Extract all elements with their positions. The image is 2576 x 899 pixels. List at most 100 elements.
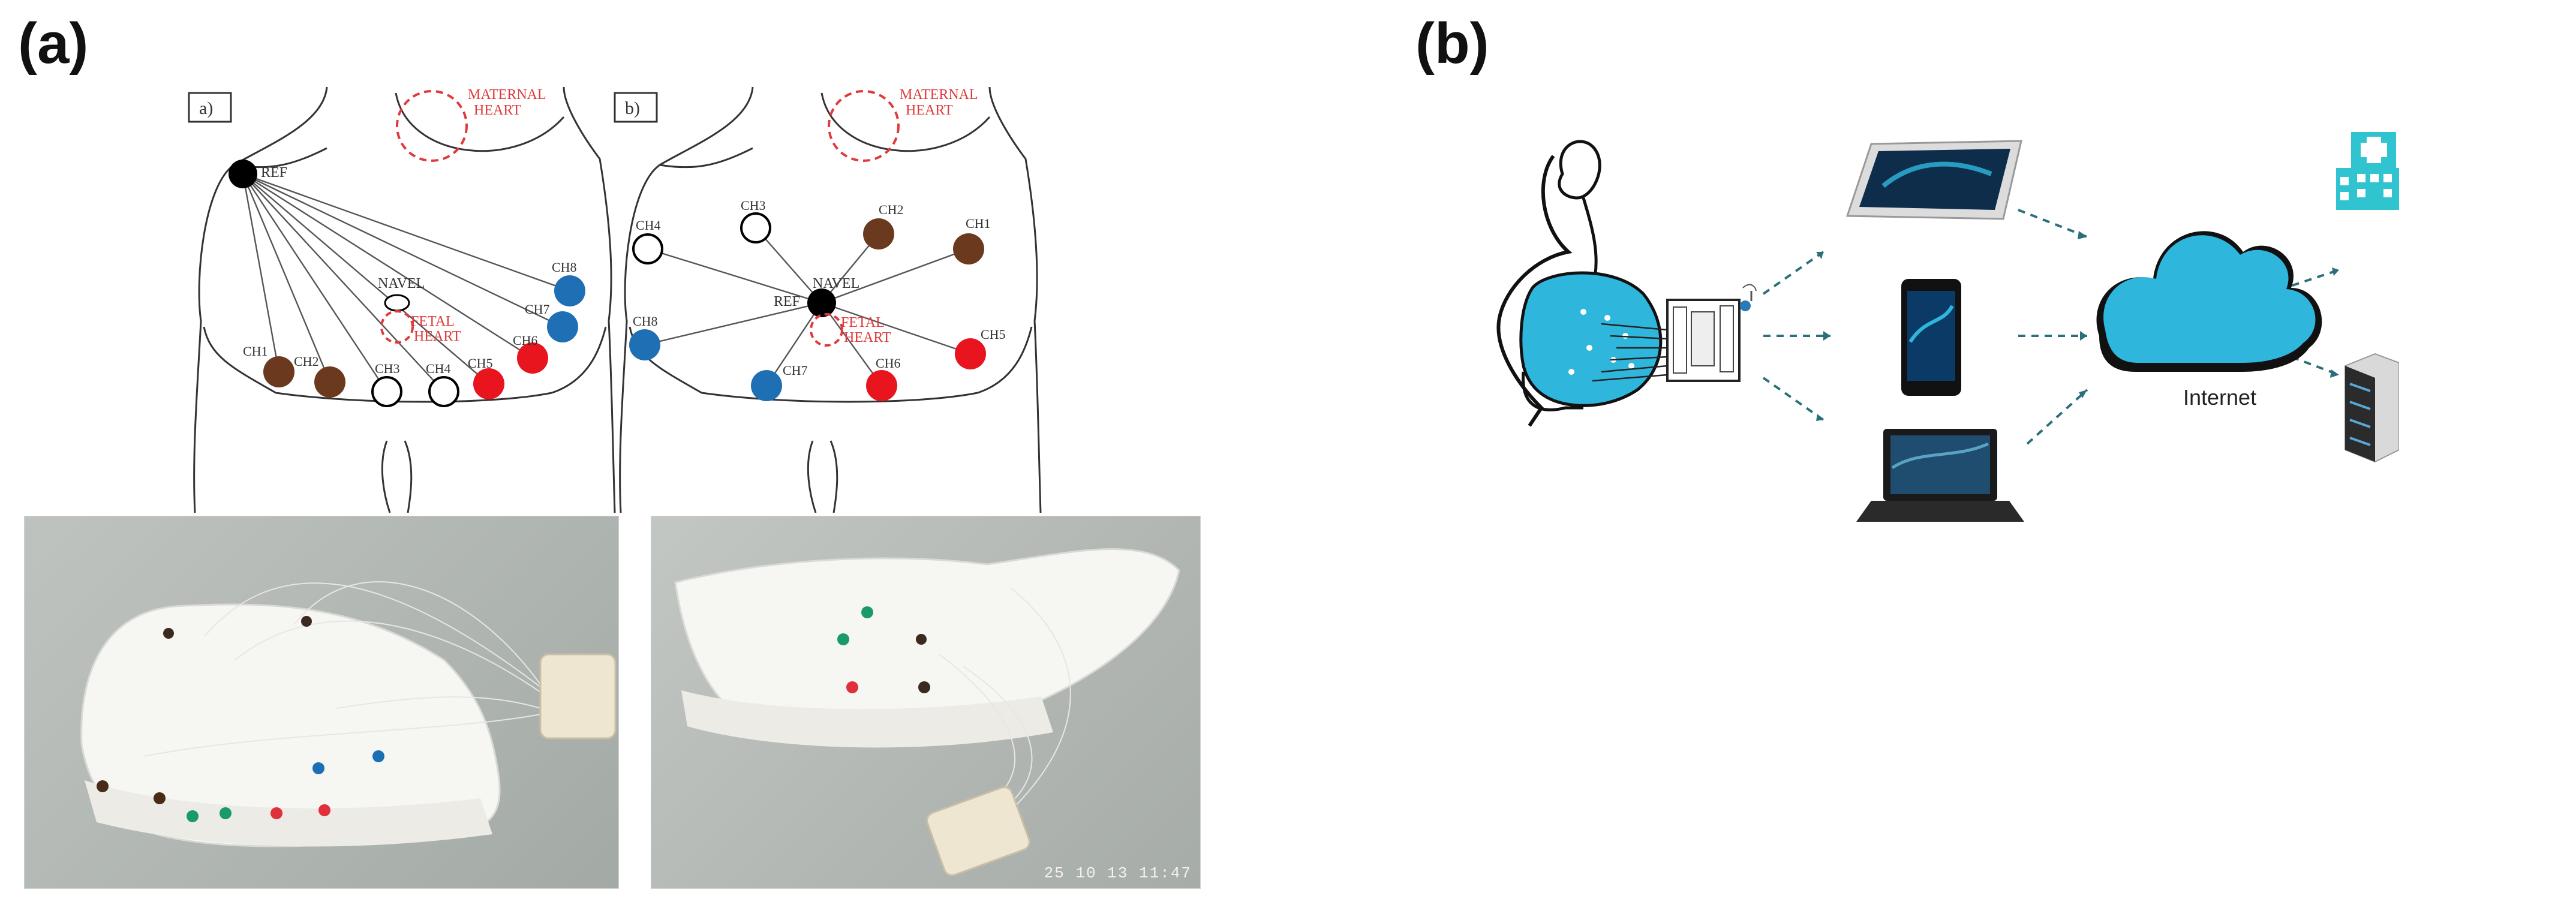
electrode-ch6 <box>517 342 548 374</box>
ref-label: REF <box>774 294 800 309</box>
ch8-label: CH8 <box>552 260 577 275</box>
ch6-label: CH6 <box>876 356 901 371</box>
ch1-label: CH1 <box>966 216 991 231</box>
electrode-diagram-b: b) MATERNAL HEART REF NAVEL FETAL HEART … <box>614 86 1042 513</box>
breast-curve <box>820 92 991 152</box>
fetal-heart-label: FETAL <box>841 315 885 330</box>
fetal-heart-label: HEART <box>844 330 891 345</box>
server-icon <box>2344 353 2399 463</box>
leg-line <box>404 440 413 513</box>
electrode-ch7 <box>547 311 578 342</box>
tablet-icon <box>1845 140 2022 220</box>
maternal-heart-label: MATERNAL <box>900 87 978 103</box>
laptop-icon <box>1856 429 2024 522</box>
recorder-box <box>539 653 617 739</box>
maternal-heart-label: HEART <box>906 103 953 118</box>
electrode-ch1 <box>953 233 984 264</box>
link-arrow <box>1762 251 1824 295</box>
maternal-heart-marker <box>396 90 468 162</box>
electrode-snap <box>318 804 330 816</box>
fetal-heart-marker <box>380 310 414 344</box>
navel-label: NAVEL <box>813 276 859 291</box>
belt-band <box>681 690 1053 748</box>
electrode-snap <box>846 681 858 693</box>
ch5-label: CH5 <box>981 327 1006 342</box>
electrode-ch7 <box>751 370 782 401</box>
electrode-snap <box>312 762 324 774</box>
panel-label-b: (b) <box>1415 11 1489 76</box>
ch2-label: CH2 <box>294 354 319 369</box>
ch8-label: CH8 <box>633 314 658 329</box>
electrode-ch8 <box>629 329 660 360</box>
ch3-label: CH3 <box>375 361 400 376</box>
torso-outline <box>988 86 1042 513</box>
electrode-ch2 <box>314 366 345 398</box>
recorder-box <box>926 786 1030 876</box>
belt-fabric <box>80 603 501 847</box>
electrode-snap <box>220 807 232 819</box>
electrode-ch4 <box>632 233 663 264</box>
lead-wire <box>204 582 553 697</box>
electrode-snap <box>163 628 174 639</box>
pregnant-woman-icon <box>1496 140 1663 427</box>
leg-line <box>829 440 838 513</box>
electrode-snap <box>837 633 849 645</box>
ref-label: REF <box>261 165 287 181</box>
maternal-heart-label: MATERNAL <box>468 87 546 103</box>
remote-monitoring-diagram: Internet <box>1496 132 2399 522</box>
ch4-label: CH4 <box>636 218 661 233</box>
ch6-label: CH6 <box>513 333 538 348</box>
electrode-snap <box>270 807 282 819</box>
label-box-a <box>188 92 232 123</box>
ch5-label: CH5 <box>468 356 493 371</box>
electrode-ch5 <box>473 368 504 399</box>
torso-outline <box>563 86 616 513</box>
maternal-heart-label: HEART <box>474 103 521 118</box>
torso-outline <box>619 86 754 513</box>
belly-curve <box>203 326 607 403</box>
breast-curve <box>659 147 753 169</box>
belly-curve <box>629 326 1033 403</box>
electrode-ch2 <box>863 218 894 249</box>
smartphone-icon <box>1901 279 1961 396</box>
electrode-snap <box>154 792 166 804</box>
acquisition-device-icon <box>1666 284 1757 382</box>
ch7-label: CH7 <box>525 302 550 317</box>
electrode-snap <box>301 616 312 627</box>
ref-electrode <box>807 288 836 317</box>
lead-wire <box>234 620 547 697</box>
torso-outline <box>193 86 328 513</box>
lead-wire <box>294 581 553 703</box>
lead-wire <box>336 696 541 709</box>
electrode-ch6 <box>866 370 897 401</box>
lead-wire <box>144 714 541 757</box>
electrode-belt-photo-2: 25 10 13 11:47 <box>651 516 1201 889</box>
label-box-b <box>614 92 658 123</box>
electrode-ch3 <box>371 376 402 407</box>
photo-timestamp: 25 10 13 11:47 <box>1044 864 1192 882</box>
hospital-icon <box>2336 132 2399 210</box>
label-text-a: a) <box>199 98 213 118</box>
navel-label: NAVEL <box>378 276 425 291</box>
electrode-snap <box>187 810 199 822</box>
ref-electrode <box>229 160 257 188</box>
belt-band <box>85 780 492 847</box>
maternal-heart-marker <box>828 90 900 162</box>
fetal-heart-label: HEART <box>414 329 461 344</box>
lead-wire <box>1011 588 1071 811</box>
link-arrow <box>2026 389 2088 445</box>
electrode-snap <box>372 750 384 762</box>
label-text-b: b) <box>625 98 640 118</box>
electrode-ch3 <box>740 212 771 243</box>
fetal-heart-label: FETAL <box>411 314 455 329</box>
ch7-label: CH7 <box>783 363 808 378</box>
link-arrow <box>2018 209 2088 238</box>
electrode-snap <box>918 681 930 693</box>
electrode-ch8 <box>554 275 585 306</box>
leg-line <box>381 440 391 513</box>
electrode-ch1 <box>263 356 294 387</box>
electrode-ch5 <box>955 338 986 369</box>
link-arrow <box>1762 377 1824 421</box>
ch3-label: CH3 <box>741 198 766 213</box>
panel-label-a: (a) <box>18 11 89 76</box>
